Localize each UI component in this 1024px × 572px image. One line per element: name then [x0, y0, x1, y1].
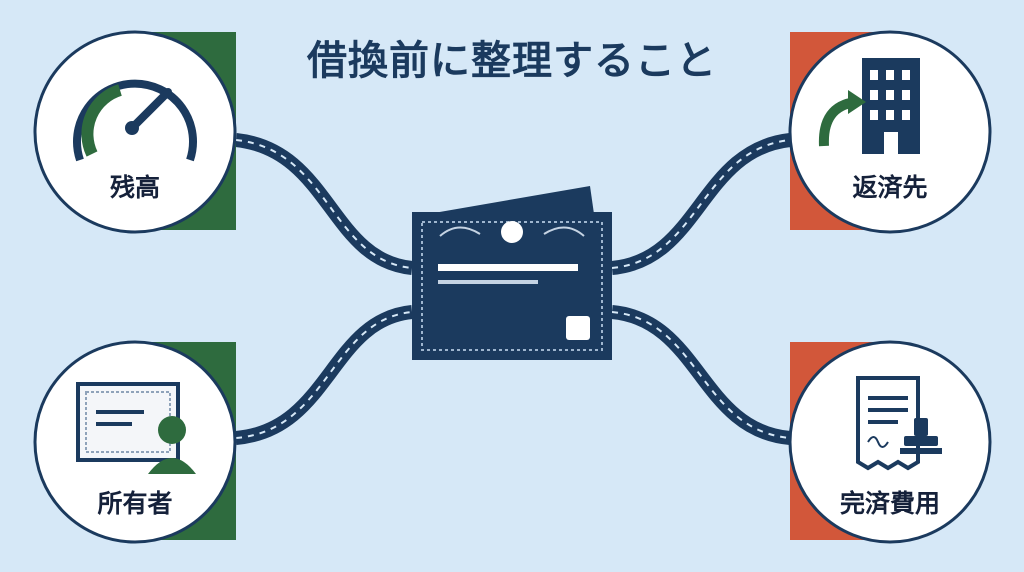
speedometer-icon	[73, 79, 197, 162]
connector-owner	[235, 305, 413, 445]
receipt-stamp-icon	[856, 376, 942, 471]
connector-lender	[611, 133, 792, 275]
certificate-person-icon	[76, 382, 196, 474]
node-balance	[33, 30, 237, 234]
node-costs	[788, 340, 992, 544]
label-balance: 残高	[109, 173, 160, 202]
building-arrow-icon	[818, 58, 920, 154]
connector-costs	[611, 305, 791, 445]
node-owner	[33, 340, 237, 544]
page-title: 借換前に整理すること	[307, 38, 717, 84]
label-lender: 返済先	[852, 173, 928, 202]
node-lender	[788, 30, 992, 234]
label-owner: 所有者	[97, 489, 173, 518]
certificate-document-icon	[412, 186, 612, 360]
label-costs: 完済費用	[839, 489, 940, 518]
connector-balance	[235, 133, 413, 275]
